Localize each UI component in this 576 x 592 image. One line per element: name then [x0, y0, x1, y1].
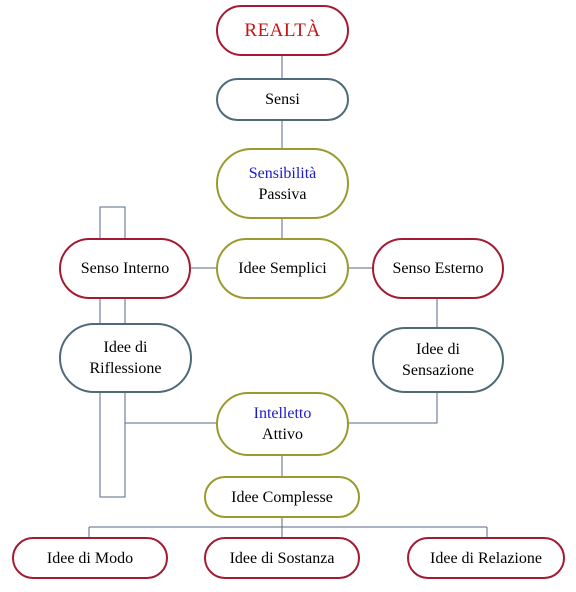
node-idee-modo: Idee di Modo [12, 537, 168, 579]
node-realta: REALTÀ [216, 5, 349, 56]
node-senso-esterno: Senso Esterno [372, 238, 504, 299]
node-idee-modo-label: Idee di Modo [46, 549, 134, 567]
node-sensi: Sensi [216, 78, 349, 121]
node-idee-semplici: Idee Semplici [216, 238, 349, 299]
node-idee-sensazione-line1: Idee di [416, 341, 460, 358]
node-idee-relazione-label: Idee di Relazione [430, 549, 542, 567]
node-idee-riflessione: Idee di Riflessione [59, 323, 192, 393]
node-senso-esterno-label: Senso Esterno [392, 260, 484, 277]
node-sensibilita-passiva: Sensibilità Passiva [216, 148, 349, 219]
node-intelletto-line2: Attivo [262, 426, 303, 443]
node-idee-sensazione: Idee di Sensazione [372, 327, 504, 393]
node-intelletto-attivo: Intelletto Attivo [216, 392, 349, 456]
node-sensibilita-line1: Sensibilità [248, 164, 317, 182]
node-idee-complesse: Idee Complesse [204, 476, 360, 518]
node-idee-sensazione-line2: Sensazione [402, 362, 474, 379]
node-realta-label: REALTÀ [244, 20, 321, 41]
node-idee-relazione: Idee di Relazione [407, 537, 565, 579]
node-idee-complesse-label: Idee Complesse [231, 488, 333, 506]
node-intelletto-line1: Intelletto [253, 405, 312, 422]
connector-sensazione-intelletto [348, 392, 438, 424]
node-senso-interno: Senso Interno [59, 238, 191, 299]
node-idee-sostanza: Idee di Sostanza [204, 537, 360, 579]
node-sensibilita-line2: Passiva [258, 185, 307, 203]
connector-riflessione-intelletto [124, 392, 216, 424]
node-idee-semplici-label: Idee Semplici [238, 260, 327, 277]
node-idee-riflessione-line1: Idee di [103, 339, 148, 356]
node-idee-riflessione-line2: Riflessione [89, 360, 162, 377]
node-senso-interno-label: Senso Interno [80, 260, 170, 277]
node-sensi-label: Sensi [265, 91, 300, 108]
node-idee-sostanza-label: Idee di Sostanza [229, 549, 335, 567]
